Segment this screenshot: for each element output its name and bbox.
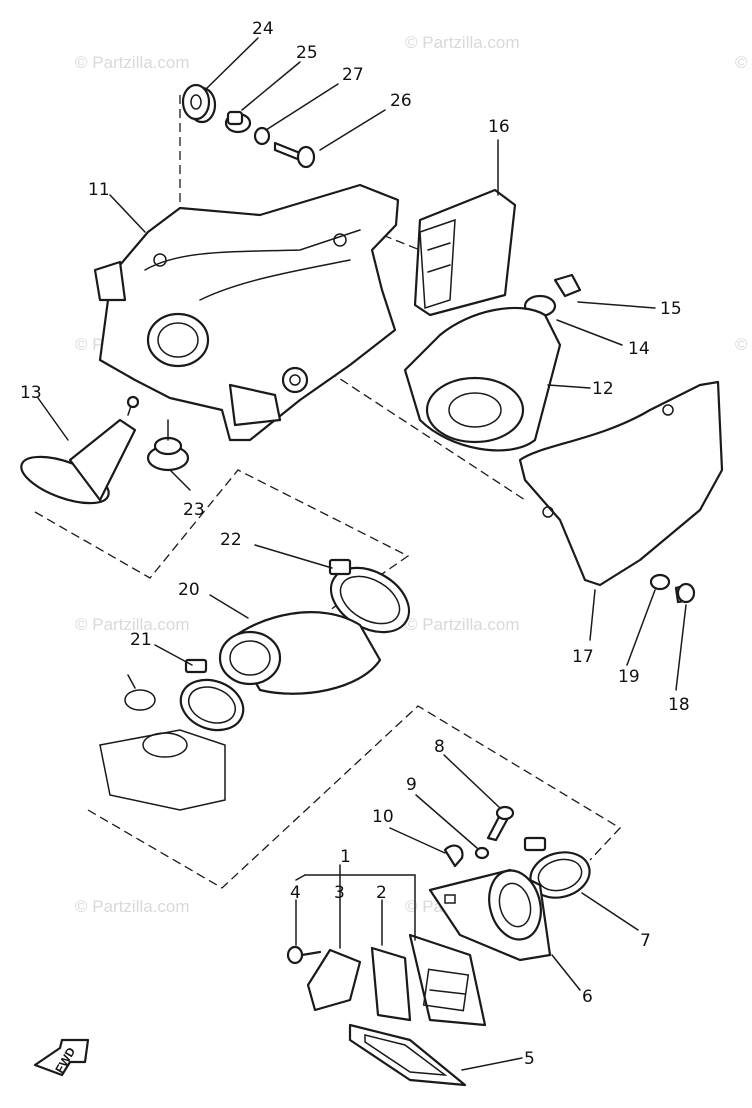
watermark: © Partzilla.com	[735, 335, 752, 354]
watermark: © Partzilla.com	[735, 53, 752, 72]
part-9-washer	[474, 846, 490, 860]
label-11: 11	[88, 180, 110, 200]
label-6: 6	[582, 987, 593, 1007]
part-19-washer	[649, 573, 671, 591]
part-10-clamp	[443, 844, 464, 868]
label-12: 12	[592, 379, 614, 399]
label-10: 10	[372, 807, 394, 827]
label-19: 19	[618, 667, 640, 687]
label-2: 2	[376, 883, 387, 903]
part-6-manifold	[428, 868, 552, 962]
part-12-filter-element	[403, 306, 562, 452]
callout-numbers: 1 2 3 4 5 6 7 8 9 10 11 12 13 14 15 16 1…	[20, 19, 690, 1069]
part-5-gasket	[348, 1023, 467, 1087]
label-17: 17	[572, 647, 594, 667]
part-18-bolt	[674, 582, 696, 604]
label-18: 18	[668, 695, 690, 715]
watermark: © Partzilla.com	[75, 897, 190, 916]
label-27: 27	[342, 65, 364, 85]
label-14: 14	[628, 339, 650, 359]
label-26: 26	[390, 91, 412, 111]
label-9: 9	[406, 775, 417, 795]
part-17-side-cover	[518, 380, 724, 587]
part-25-collar	[224, 110, 252, 134]
part-23-grommet	[146, 436, 190, 472]
part-13-joint	[20, 395, 140, 505]
part-3-stopper	[306, 948, 362, 1012]
part-11-air-cleaner-case	[93, 183, 400, 442]
part-4-screw	[286, 945, 322, 965]
leader-lines	[37, 37, 687, 1071]
part-26-bolt	[273, 141, 316, 169]
label-20: 20	[178, 580, 200, 600]
part-27-washer	[253, 126, 271, 146]
label-5: 5	[524, 1049, 535, 1069]
reed-valve	[408, 933, 487, 1027]
label-15: 15	[660, 299, 682, 319]
fwd-arrow: FWD	[33, 1038, 90, 1077]
part-20-joint	[218, 611, 382, 695]
label-7: 7	[640, 931, 651, 951]
label-23: 23	[183, 500, 205, 520]
label-22: 22	[220, 530, 242, 550]
label-21: 21	[130, 630, 152, 650]
watermark: © Partzilla.com	[405, 33, 520, 52]
watermark: © Partzilla.com	[75, 53, 190, 72]
watermark: © Partzilla.com	[75, 615, 190, 634]
label-16: 16	[488, 117, 510, 137]
part-24-grommet	[181, 83, 217, 124]
part-21-band	[179, 658, 245, 732]
label-1: 1	[340, 847, 351, 867]
label-3: 3	[334, 883, 345, 903]
label-25: 25	[296, 43, 318, 63]
part-16-filter-guide	[413, 188, 517, 317]
part-15-clip	[553, 273, 582, 298]
label-24: 24	[252, 19, 274, 39]
carburetor	[99, 674, 226, 811]
watermark: © Partzilla.com	[405, 615, 520, 634]
part-8-screw	[486, 805, 515, 842]
label-8: 8	[434, 737, 445, 757]
part-2-reed	[370, 946, 412, 1022]
label-13: 13	[20, 383, 42, 403]
label-4: 4	[290, 883, 301, 903]
